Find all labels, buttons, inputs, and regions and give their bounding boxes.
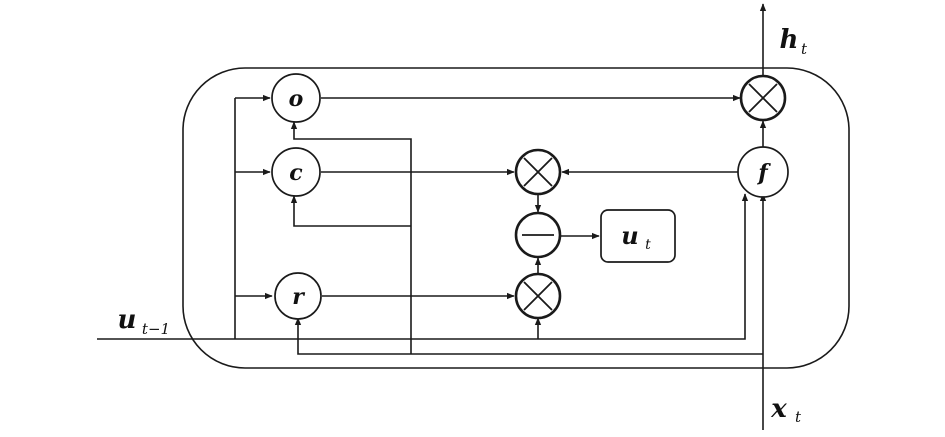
label-x-base: x — [770, 394, 787, 424]
label-h: h t — [780, 25, 808, 58]
connections — [97, 3, 767, 430]
x-to-c — [290, 195, 411, 227]
label-x: x t — [770, 394, 802, 426]
node-r: r — [274, 272, 322, 320]
node-o: o — [271, 73, 321, 123]
node-r-label: r — [292, 284, 305, 310]
u-prev-to-f — [235, 193, 749, 340]
label-u-prev-sub: t−1 — [142, 320, 170, 338]
label-h-base: h — [780, 25, 799, 55]
node-f-label: f — [756, 160, 771, 186]
multiply-top-icon — [514, 148, 562, 196]
node-c-label: c — [289, 160, 303, 186]
subtract-icon — [514, 211, 562, 259]
label-x-sub: t — [795, 408, 802, 426]
output-box-sub: t — [645, 237, 651, 253]
label-u-prev-base: u — [118, 305, 137, 335]
x-to-o — [290, 121, 412, 354]
node-o-label: o — [289, 86, 304, 112]
multiply-bottom-icon — [514, 272, 562, 320]
node-f: f — [737, 146, 789, 198]
output-box-ut: u t — [600, 209, 676, 263]
cell-boundary — [182, 67, 850, 369]
label-h-sub: t — [801, 40, 808, 58]
output-box-base: u — [621, 221, 638, 250]
label-u-prev: u t−1 — [118, 305, 171, 338]
node-c: c — [271, 147, 321, 197]
multiply-output-icon — [739, 74, 787, 122]
x-to-r — [294, 317, 763, 355]
